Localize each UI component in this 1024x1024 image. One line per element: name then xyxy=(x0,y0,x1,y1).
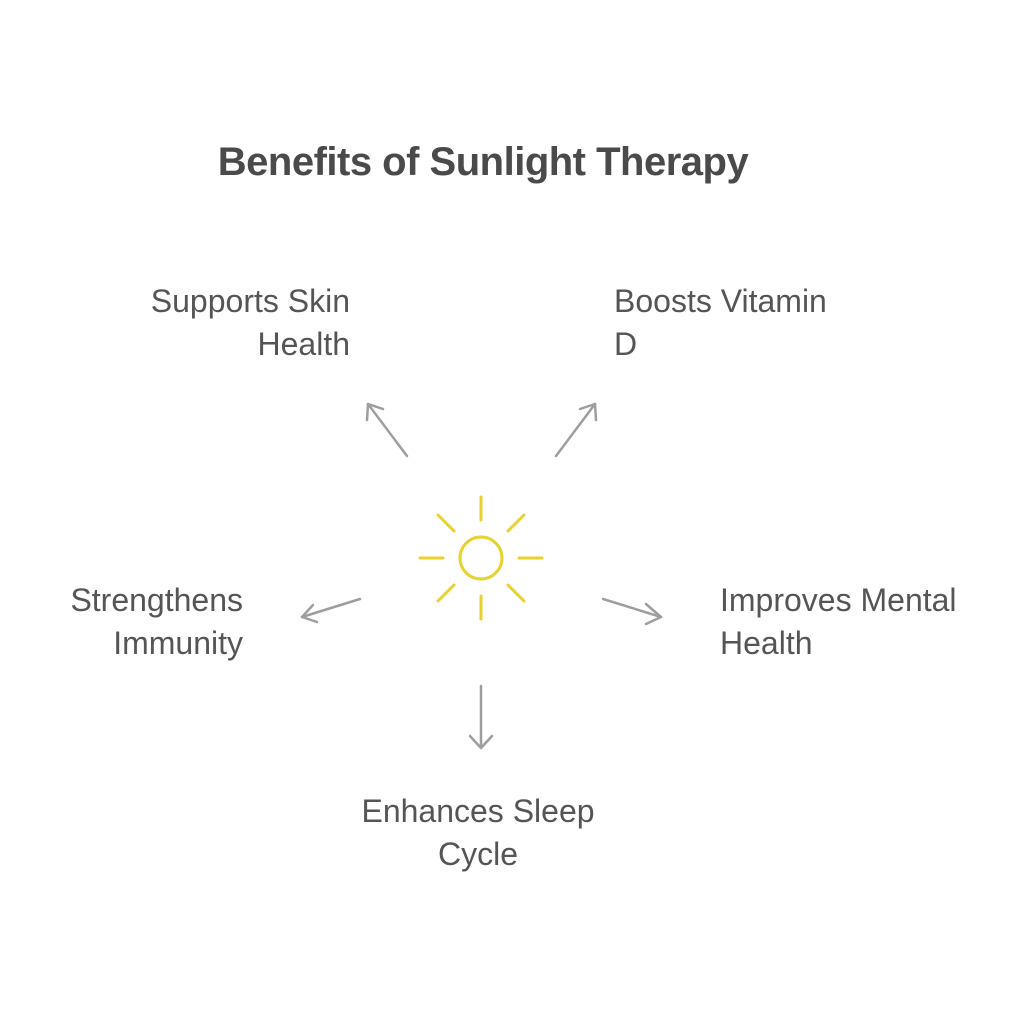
benefit-label-line: Immunity xyxy=(113,625,243,661)
sun-icon xyxy=(418,495,544,621)
benefit-label-line: Supports Skin xyxy=(150,283,350,319)
benefit-label-line: Boosts Vitamin xyxy=(614,283,827,319)
benefit-label-immunity: Strengthens Immunity xyxy=(70,579,243,665)
benefit-label-line: Enhances Sleep xyxy=(361,793,595,829)
arrow-to-immunity xyxy=(300,597,362,624)
diagram-title: Benefits of Sunlight Therapy xyxy=(217,140,749,184)
arrow-to-skin-health xyxy=(365,402,409,458)
benefit-label-line: Health xyxy=(720,625,813,661)
benefit-label-vitamin-d: Boosts Vitamin D xyxy=(614,280,827,366)
benefit-label-mental-health: Improves Mental Health xyxy=(720,579,957,665)
benefit-label-skin-health: Supports Skin Health xyxy=(151,280,350,366)
benefit-label-line: D xyxy=(614,326,638,362)
benefit-label-sleep-cycle: Enhances Sleep Cycle xyxy=(340,790,616,876)
benefit-label-line: Cycle xyxy=(437,836,518,872)
benefit-label-line: Health xyxy=(257,326,351,362)
benefit-label-line: Improves Mental xyxy=(720,582,957,618)
arrow-to-mental-health xyxy=(601,597,663,626)
benefit-label-line: Strengthens xyxy=(70,582,243,618)
arrow-to-sleep-cycle xyxy=(468,684,494,750)
arrow-to-vitamin-d xyxy=(554,402,598,458)
